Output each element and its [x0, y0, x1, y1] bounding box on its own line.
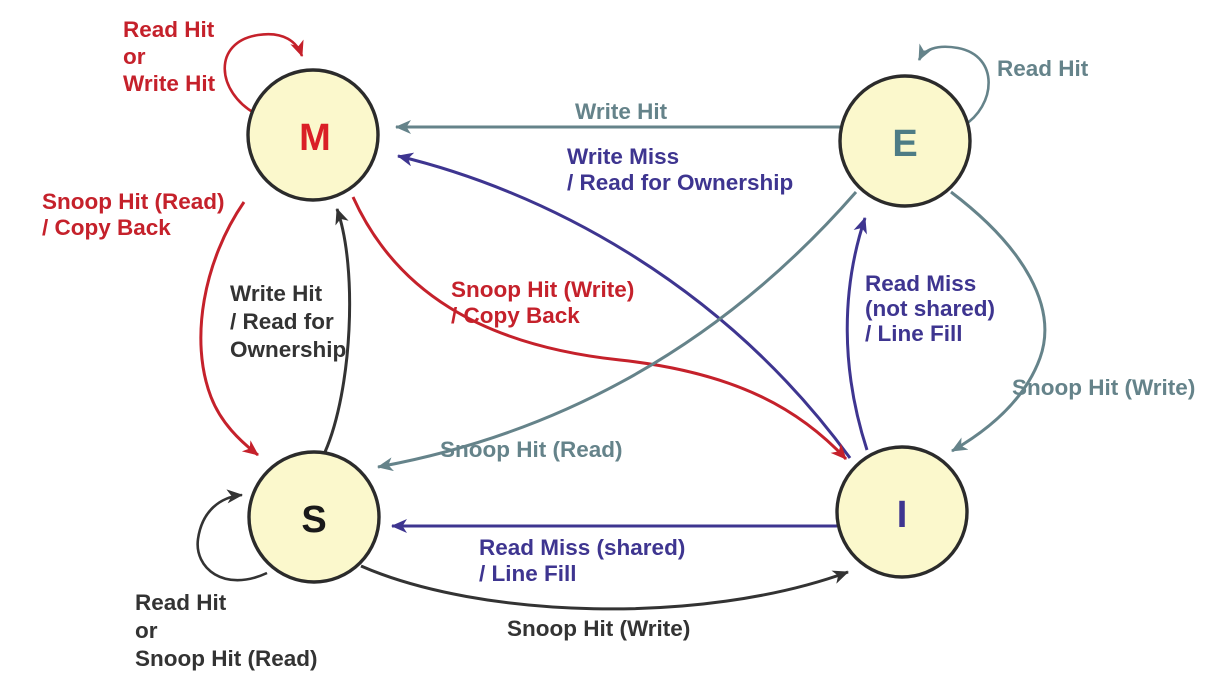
label-line: Snoop Hit (Read)	[440, 437, 622, 462]
label-line: or	[123, 44, 146, 69]
label-i-to-s: Read Miss (shared) / Line Fill	[479, 535, 685, 586]
state-m-circle	[246, 68, 380, 202]
transition-arrow-e-self	[917, 43, 990, 128]
state-i-label: I	[897, 494, 908, 536]
state-s-label: S	[301, 499, 326, 541]
transition-arrow-s-to-i	[360, 564, 849, 611]
label-line: / Read for	[230, 309, 334, 334]
label-line: / Read for Ownership	[567, 170, 793, 195]
transition-arrow-m-to-s	[199, 201, 259, 457]
label-line: Read Hit	[123, 17, 215, 42]
state-e-circle	[838, 74, 972, 208]
label-line: Write Miss	[567, 144, 679, 169]
state-s-circle	[247, 450, 381, 584]
state-e: E	[838, 74, 972, 208]
state-m: M	[246, 68, 380, 202]
transition-arrow-i-to-m	[397, 152, 852, 459]
state-e-label: E	[892, 123, 917, 165]
label-s-to-i: Snoop Hit (Write)	[507, 616, 690, 641]
label-line: (not shared)	[865, 296, 995, 321]
label-e-self: Read Hit	[997, 56, 1089, 81]
label-line: Snoop Hit (Read)	[135, 646, 317, 671]
label-i-to-m: Write Miss / Read for Ownership	[567, 144, 793, 195]
state-i-circle	[835, 445, 969, 579]
transition-arrow-s-to-m	[323, 208, 352, 453]
label-line: Write Hit	[230, 281, 323, 306]
label-m-to-i: Snoop Hit (Write) / Copy Back	[451, 277, 634, 328]
label-line: Ownership	[230, 337, 346, 362]
label-e-to-i: Snoop Hit (Write)	[1012, 375, 1195, 400]
label-line: / Line Fill	[865, 321, 963, 346]
label-line: Read Miss (shared)	[479, 535, 685, 560]
label-s-self: Read Hit or Snoop Hit (Read)	[135, 590, 317, 671]
label-line: Snoop Hit (Read)	[42, 189, 224, 214]
label-e-to-m: Write Hit	[575, 99, 668, 124]
label-line: or	[135, 618, 158, 643]
label-line: Snoop Hit (Write)	[451, 277, 634, 302]
state-m-label: M	[299, 117, 331, 159]
label-line: / Copy Back	[451, 303, 580, 328]
transition-arrow-e-to-s	[377, 191, 858, 472]
label-i-to-e: Read Miss (not shared) / Line Fill	[865, 271, 995, 346]
label-line: Snoop Hit (Write)	[1012, 375, 1195, 400]
label-s-to-m: Write Hit / Read for Ownership	[230, 281, 346, 362]
label-m-self: Read Hit or Write Hit	[123, 17, 216, 96]
transition-arrow-i-to-e	[845, 217, 869, 451]
label-e-to-s: Snoop Hit (Read)	[440, 437, 622, 462]
label-m-to-s: Snoop Hit (Read) / Copy Back	[42, 189, 224, 240]
transition-arrow-m-self	[223, 32, 304, 116]
transition-arrow-s-self	[196, 489, 268, 582]
label-line: Read Hit	[997, 56, 1089, 81]
label-line: Read Miss	[865, 271, 976, 296]
label-line: Write Hit	[123, 71, 216, 96]
state-i: I	[835, 445, 969, 579]
label-line: Write Hit	[575, 99, 668, 124]
label-line: / Line Fill	[479, 561, 577, 586]
label-line: Snoop Hit (Write)	[507, 616, 690, 641]
transition-arrow-e-to-i	[950, 190, 1047, 453]
state-s: S	[247, 450, 381, 584]
transition-arrow-m-to-i	[351, 196, 848, 461]
label-line: / Copy Back	[42, 215, 171, 240]
label-line: Read Hit	[135, 590, 227, 615]
